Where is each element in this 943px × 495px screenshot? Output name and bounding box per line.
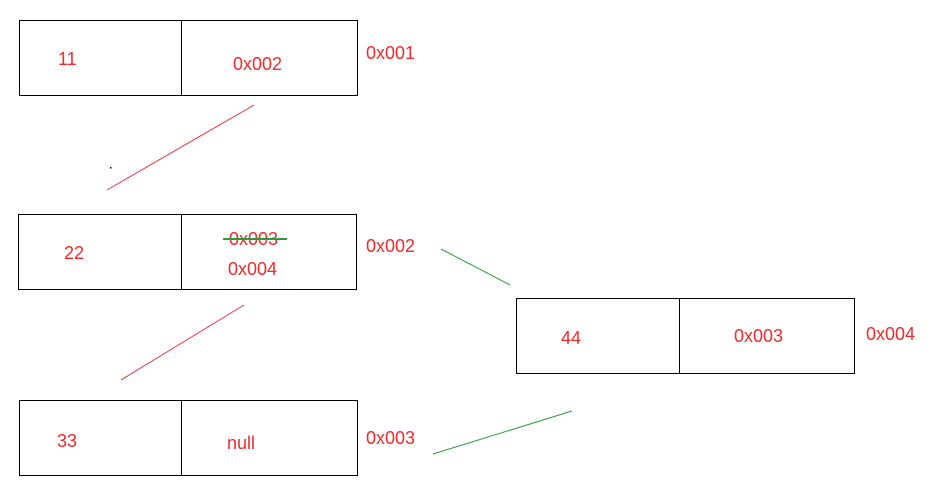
- node-4-divider: [679, 299, 680, 373]
- link-node2-to-node3: [120, 304, 245, 381]
- node-2-strikethrough: [223, 238, 287, 240]
- node-4: 44 0x003: [516, 298, 855, 374]
- node-1-divider: [181, 21, 182, 95]
- node-2-address: 0x002: [366, 236, 416, 256]
- node-4-address: 0x004: [866, 324, 916, 344]
- node-3-divider: [181, 401, 182, 475]
- node-1-address: 0x001: [366, 43, 416, 63]
- node-4-next: 0x003: [734, 326, 784, 346]
- node-3-value: 33: [57, 431, 78, 451]
- link-node1-to-node2: [106, 104, 255, 191]
- stray-dot: [110, 167, 112, 169]
- node-2-next: 0x004: [228, 259, 278, 279]
- node-1: 11 0x002: [19, 20, 358, 96]
- node-2: 22 0x003 0x004: [18, 214, 357, 290]
- node-3: 33 null: [19, 400, 358, 476]
- link-node2-to-node4: [440, 248, 511, 286]
- node-2-value: 22: [64, 243, 85, 263]
- node-3-address: 0x003: [366, 428, 416, 448]
- link-node4-to-node3: [432, 410, 573, 455]
- node-3-next: null: [227, 433, 256, 453]
- node-4-value: 44: [561, 328, 582, 348]
- node-1-next: 0x002: [233, 54, 283, 74]
- node-1-value: 11: [58, 49, 77, 69]
- node-2-divider: [181, 215, 182, 289]
